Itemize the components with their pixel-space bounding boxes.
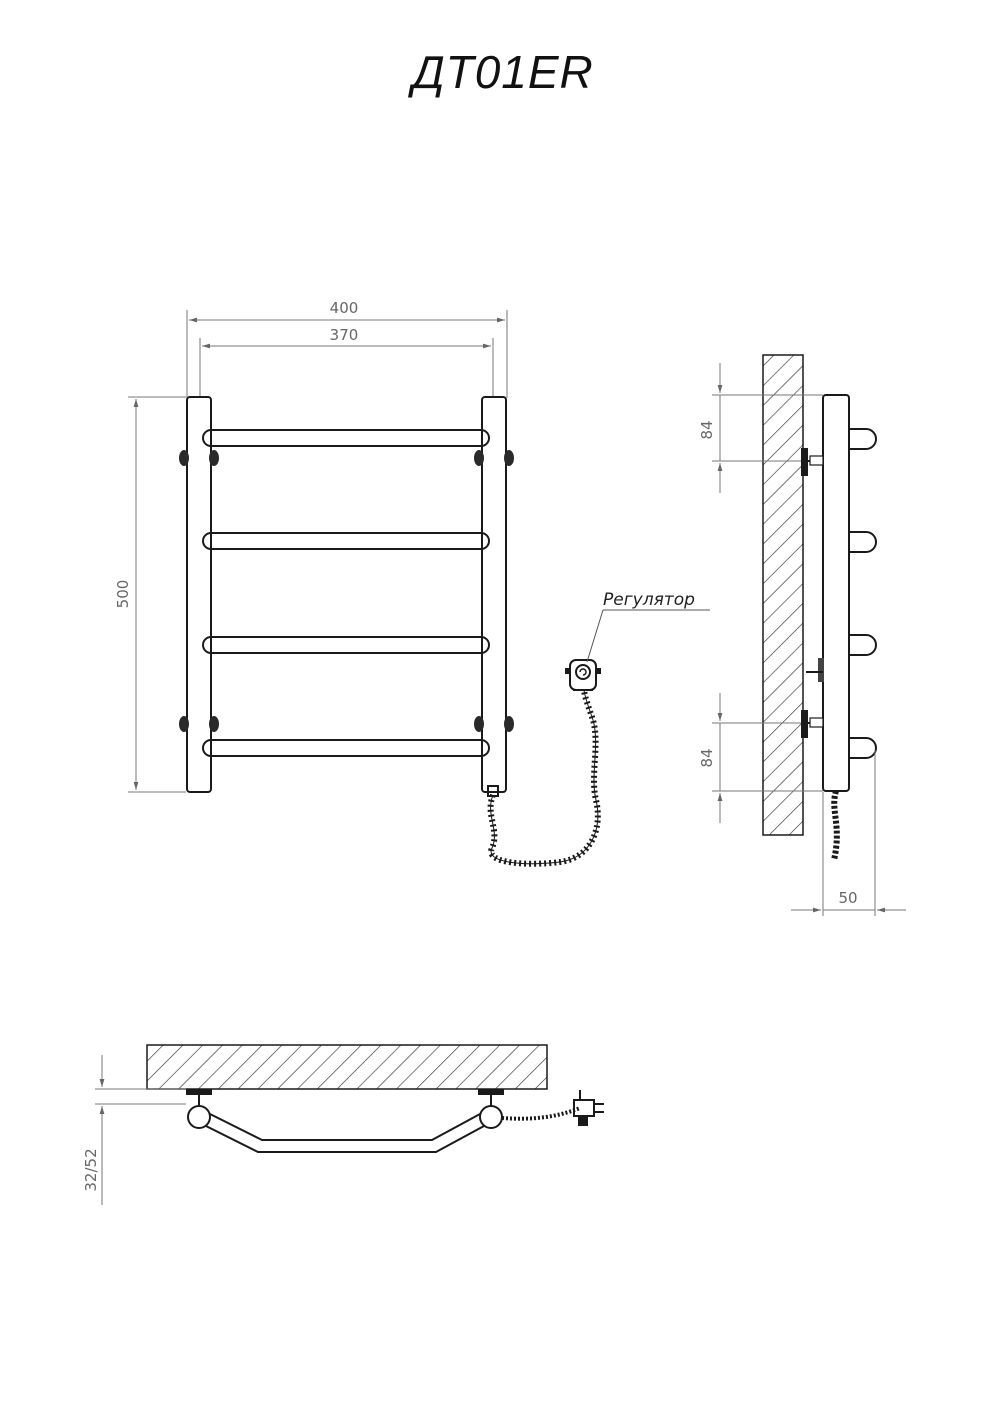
regulator-label: Регулятор xyxy=(603,590,695,610)
wall-section-top xyxy=(146,1044,548,1090)
dimension-height: 500 xyxy=(114,396,186,793)
left-rail-end xyxy=(187,1105,211,1129)
crossbar xyxy=(202,429,490,447)
dimension-width-centers: 370 xyxy=(199,326,494,398)
side-rail xyxy=(822,394,850,792)
side-brackets xyxy=(801,448,824,738)
top-offset-label: 84 xyxy=(698,420,716,439)
bottom-offset-label: 84 xyxy=(698,748,716,767)
dimension-depth: 50 xyxy=(791,750,906,916)
offset-label: 32/52 xyxy=(82,1148,100,1191)
top-bar-inner xyxy=(209,1113,481,1141)
side-cable xyxy=(831,790,840,861)
width-overall-label: 400 xyxy=(330,299,359,317)
depth-label: 50 xyxy=(838,889,857,907)
top-mount xyxy=(478,1089,504,1095)
side-view: 84 84 xyxy=(698,354,906,916)
crossbar xyxy=(202,636,490,654)
dimension-offset: 32/52 xyxy=(82,1055,186,1205)
front-view: 400 370 500 xyxy=(114,299,710,867)
wall-section xyxy=(762,354,804,836)
top-mount xyxy=(186,1089,212,1095)
crossbar xyxy=(202,532,490,550)
right-rail xyxy=(481,396,507,793)
width-centers-label: 370 xyxy=(330,326,359,344)
dimension-top-offset: 84 xyxy=(698,363,823,493)
top-cable xyxy=(501,1106,581,1121)
top-plug xyxy=(573,1090,604,1126)
crossbar xyxy=(202,739,490,757)
top-view: 32/52 xyxy=(82,1044,604,1205)
top-bar-outer xyxy=(205,1125,485,1153)
right-rail-end xyxy=(479,1105,503,1129)
regulator-plug xyxy=(565,659,601,691)
wall-mounts xyxy=(179,450,514,732)
drawing-title: ДТ01ER xyxy=(407,46,594,98)
height-label: 500 xyxy=(114,580,132,609)
side-bar-ends xyxy=(849,428,877,759)
left-rail xyxy=(186,396,212,793)
regulator-leader-line xyxy=(586,609,604,663)
dimension-width-overall: 400 xyxy=(186,299,508,398)
dimension-bottom-offset: 84 xyxy=(698,693,823,823)
